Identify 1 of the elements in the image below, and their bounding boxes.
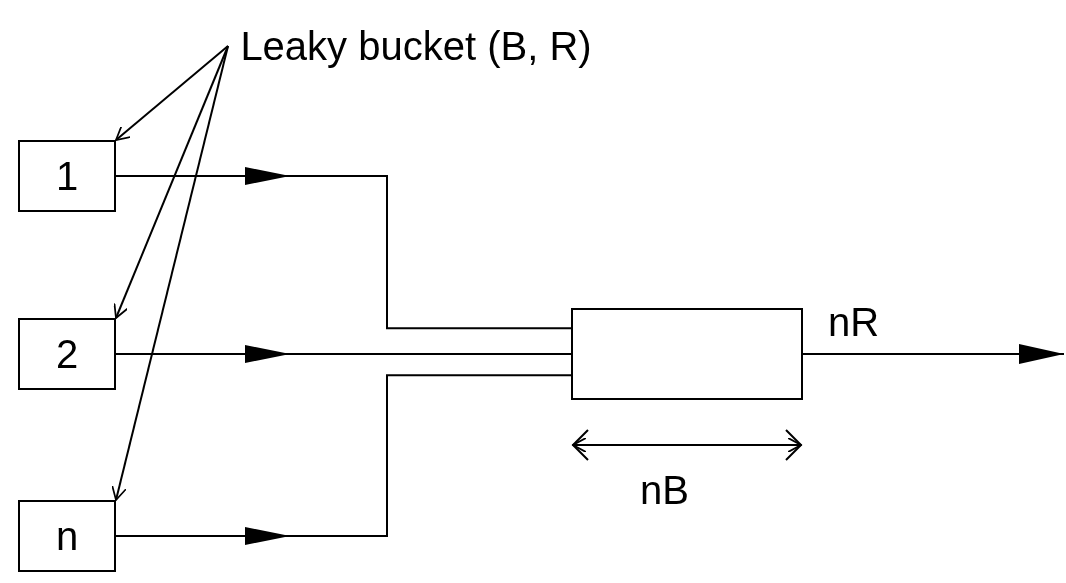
dimension-label: nB (640, 470, 689, 510)
